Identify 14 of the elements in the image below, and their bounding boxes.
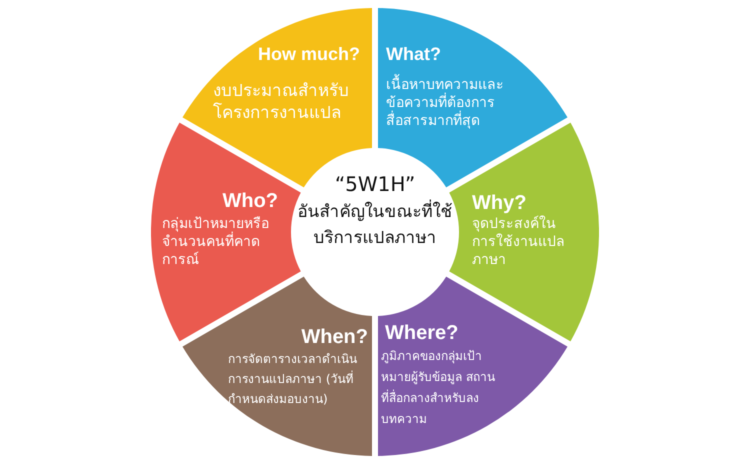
segment-text: เนื้อหาบทความและข้อความที่ต้องการสื่อสารมากที่สุด — [386, 76, 526, 131]
segment-text: จุดประสงค์ในการใช้งานแปลภาษา — [472, 215, 566, 270]
segment-text: ภูมิภาคของกลุ่มเป้าหมายผู้รับข้อมูล สถานที่สื่อกลางสำหรับลงบทความ — [381, 348, 496, 428]
segment-heading: When? — [300, 326, 368, 349]
segment-text: การจัดตารางเวลาดำเนินการงานแปลภาษา (วันที่กำหนดส่งมอบงาน) — [228, 351, 358, 408]
segment-heading: Where? — [385, 322, 460, 345]
center-text: อันสำคัญในขณะที่ใช้บริการแปลภาษา — [297, 200, 453, 251]
segment-text: กลุ่มเป้าหมายหรือจำนวนคนที่คาดการณ์ — [162, 215, 270, 270]
segment-heading: How much? — [257, 44, 360, 65]
segment-heading: Why? — [472, 192, 528, 215]
center-title: “5W1H” — [334, 172, 416, 196]
segment-text: งบประมาณสำหรับโครงการงานแปล — [213, 80, 350, 124]
segment-heading: What? — [386, 44, 442, 65]
segment-heading: Who? — [221, 190, 278, 213]
